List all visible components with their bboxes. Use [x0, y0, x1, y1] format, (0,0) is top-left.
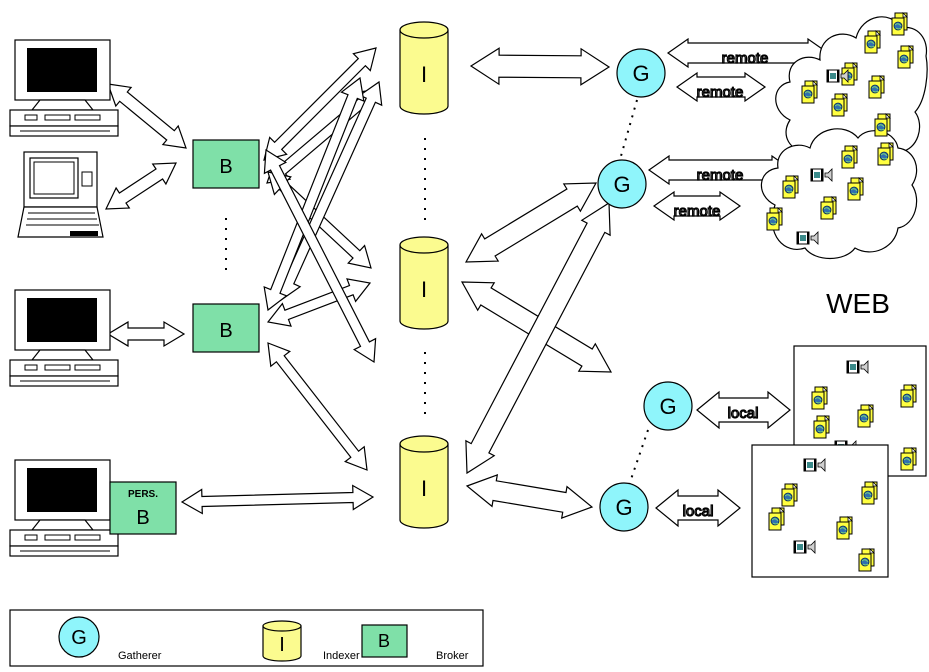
gatherer-4-label: G [615, 495, 632, 520]
local-label-2: local [683, 503, 714, 520]
gatherer-1-label: G [632, 61, 649, 86]
legend-broker-text: Broker [436, 650, 469, 662]
legend-indexer-text: Indexer [323, 650, 360, 662]
local-site-2 [751, 444, 889, 578]
legend-indexer-icon: I [262, 620, 302, 662]
broker-2: B [192, 303, 260, 353]
gatherer-2-label: G [613, 172, 630, 197]
arrow-client2-broker1 [105, 162, 177, 210]
client-desktop-2 [9, 289, 119, 387]
client-desktop-3 [9, 459, 119, 557]
arrows: remote remote remote remote local local [105, 37, 830, 528]
gatherer-1: G [616, 48, 666, 98]
remote-label-1: remote [722, 50, 769, 67]
gatherer-3-label: G [659, 394, 676, 419]
arrow-gatherer1-remote2 [675, 71, 767, 103]
personal-broker-tag: PERS. [128, 489, 158, 500]
arrow-broker1-indexer1 [263, 47, 377, 161]
arrow-client3-broker2 [106, 320, 186, 348]
gatherer-ellipsis-1 [618, 99, 638, 164]
indexer-2-label: I [421, 277, 427, 302]
gatherer-2: G [597, 159, 647, 209]
arrow-gatherer3-local [696, 390, 791, 430]
svg-text:B: B [378, 631, 390, 651]
personal-broker-label: B [136, 507, 149, 529]
indexer-3: I [399, 435, 449, 529]
arrow-broker1-indexer3 [263, 148, 377, 364]
svg-text:I: I [279, 634, 285, 656]
gatherer-ellipsis-2 [627, 429, 649, 489]
arrow-client1-broker1 [107, 83, 187, 149]
arrow-broker2-indexer1b [263, 76, 365, 312]
remote-label-3: remote [697, 167, 744, 184]
client-desktop-1 [9, 39, 119, 137]
local-label-1: local [728, 405, 759, 422]
svg-text:G: G [71, 627, 87, 649]
arrow-gatherer4-local [655, 488, 741, 528]
legend-broker-icon: B [361, 624, 408, 658]
indexer-3-label: I [421, 476, 427, 501]
legend-gatherer-icon: G [58, 616, 100, 658]
client-laptop [17, 151, 104, 238]
personal-broker: PERS. B [109, 481, 177, 535]
indexer-2: I [399, 236, 449, 330]
legend-gatherer-text: Gatherer [118, 650, 162, 662]
gatherer-4: G [599, 482, 649, 532]
broker-1-label: B [219, 156, 232, 178]
indexer-1-label: I [421, 62, 427, 87]
legend: G Gatherer I Indexer B Broker [9, 609, 484, 667]
web-label: WEB [826, 288, 890, 319]
arrow-personal-indexer3 [180, 484, 375, 515]
arrow-gatherer2-remote2 [652, 190, 742, 222]
broker-2-label: B [219, 320, 232, 342]
arrow-indexer2-gatherer2 [464, 182, 598, 263]
remote-label-2: remote [697, 84, 744, 101]
arrow-indexer1-gatherer1 [469, 47, 611, 86]
arrow-broker2-indexer2 [266, 278, 372, 327]
indexer-1: I [399, 21, 449, 115]
arrow-broker2-indexer3 [267, 342, 368, 471]
gatherer-3: G [643, 381, 693, 431]
arrow-indexer3-gatherer4 [465, 473, 594, 520]
remote-label-4: remote [674, 203, 721, 220]
broker-1: B [192, 139, 260, 189]
